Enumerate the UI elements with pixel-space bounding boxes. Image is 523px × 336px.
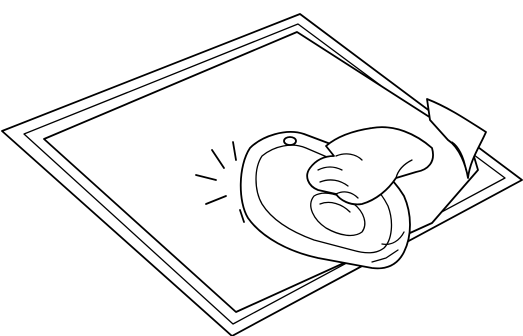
ironing-illustration [0, 0, 523, 336]
